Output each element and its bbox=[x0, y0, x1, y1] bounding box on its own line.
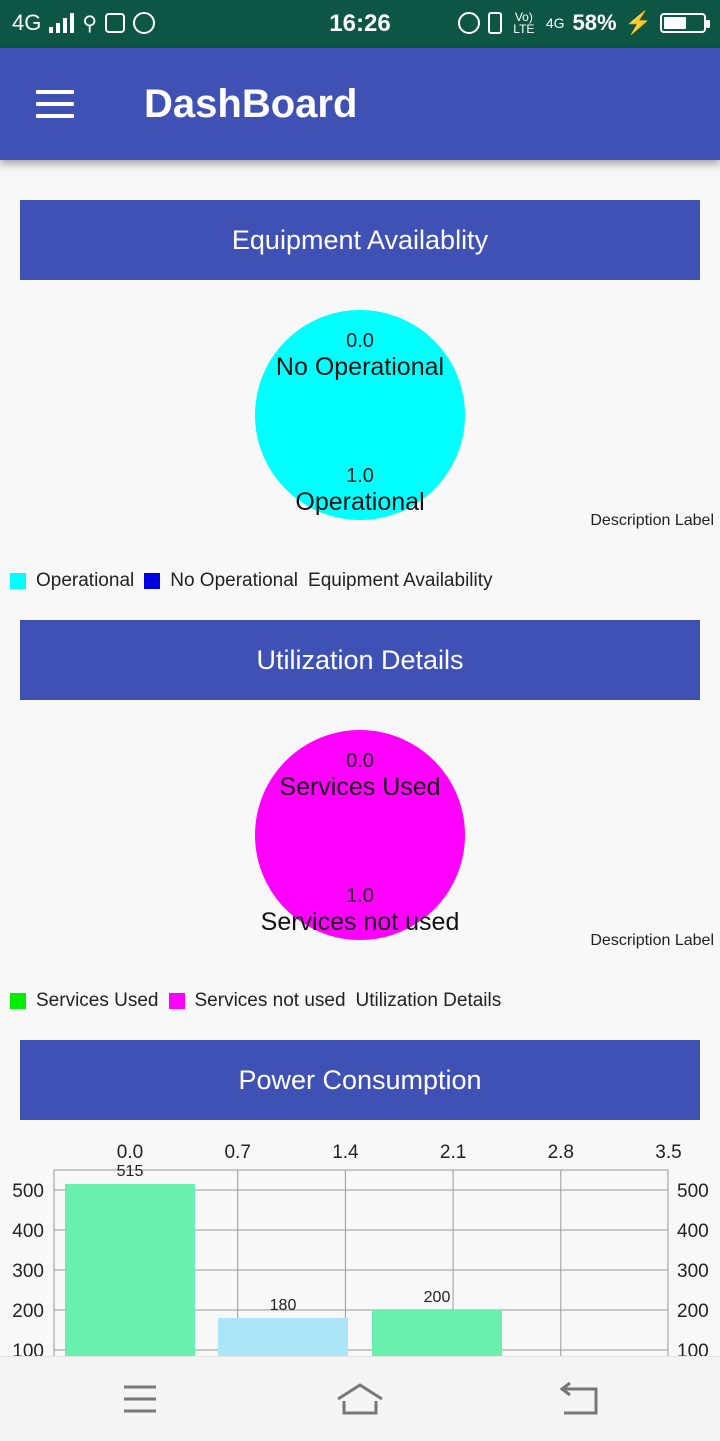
power-header: Power Consumption bbox=[20, 1040, 700, 1120]
home-icon[interactable] bbox=[330, 1377, 390, 1421]
x-tick-label: 2.1 bbox=[440, 1142, 466, 1163]
legend-item-services-used: Services Used bbox=[10, 990, 159, 1012]
utilization-legend: Services Used Services not used Utilizat… bbox=[10, 990, 501, 1012]
legend-label: Operational bbox=[36, 570, 135, 591]
y-tick-label-left: 400 bbox=[12, 1221, 44, 1242]
pie-value: 1.0 bbox=[346, 885, 374, 907]
y-tick-label-right: 100 bbox=[677, 1341, 709, 1356]
legend-swatch bbox=[10, 993, 26, 1009]
pie-label: Services Used bbox=[279, 773, 441, 801]
pie-slice-no-operational: 0.0 No Operational bbox=[255, 330, 465, 382]
volte-label: Vo) LTE bbox=[513, 10, 535, 36]
page-title: DashBoard bbox=[144, 82, 358, 126]
legend-label: Services Used bbox=[36, 990, 159, 1011]
legend-label: No Operational bbox=[170, 570, 299, 591]
plot-area bbox=[53, 1169, 669, 1356]
pie-value: 0.0 bbox=[346, 330, 374, 352]
bar-515[interactable] bbox=[65, 1184, 195, 1356]
usb-debug-icon bbox=[105, 13, 126, 33]
app-bar: DashBoard bbox=[0, 48, 720, 160]
y-tick-label-right: 500 bbox=[677, 1181, 709, 1202]
network-type: 4G bbox=[12, 10, 42, 35]
charging-icon: ⚡ bbox=[624, 10, 652, 35]
x-tick-label: 0.0 bbox=[117, 1142, 143, 1163]
nav-bar bbox=[0, 1356, 720, 1441]
x-tick-label: 0.7 bbox=[224, 1142, 250, 1163]
status-left: 4G ⚲ bbox=[12, 10, 156, 36]
whatsapp-icon bbox=[133, 12, 156, 34]
y-tick-label-right: 400 bbox=[677, 1221, 709, 1242]
status-bar: 4G ⚲ 16:26 Vo) LTE 4G 58% ⚡ bbox=[0, 0, 720, 48]
back-icon[interactable] bbox=[550, 1377, 610, 1421]
bar-value-label: 180 bbox=[270, 1297, 297, 1314]
bar-value-label: 515 bbox=[117, 1163, 144, 1180]
alarm-icon bbox=[457, 12, 480, 34]
y-tick-label-right: 300 bbox=[677, 1261, 709, 1282]
usb-icon: ⚲ bbox=[82, 12, 98, 35]
bar-value-label: 200 bbox=[424, 1289, 451, 1306]
x-tick-label: 2.8 bbox=[548, 1142, 574, 1163]
equipment-legend: Operational No Operational Equipment Ava… bbox=[10, 570, 493, 592]
legend-title: Equipment Availability bbox=[308, 570, 493, 591]
pie-label: Services not used bbox=[260, 908, 460, 936]
network-type-right: 4G bbox=[545, 15, 565, 31]
y-tick-label-left: 300 bbox=[12, 1261, 44, 1282]
pie-value: 0.0 bbox=[346, 750, 374, 772]
pie-slice-services-not-used: 1.0 Services not used bbox=[245, 885, 475, 937]
x-tick-label: 1.4 bbox=[332, 1142, 359, 1163]
legend-swatch bbox=[10, 573, 26, 589]
legend-swatch bbox=[168, 993, 185, 1009]
battery-percent: 58% bbox=[572, 10, 617, 35]
y-tick-label-left: 200 bbox=[12, 1301, 44, 1322]
utilization-pie-chart[interactable]: 0.0 Services Used 1.0 Services not used bbox=[255, 730, 465, 940]
battery-fill bbox=[664, 17, 687, 29]
vibrate-icon bbox=[487, 12, 502, 34]
menu-lines-icon[interactable] bbox=[110, 1377, 170, 1421]
legend-label: Services not used bbox=[194, 990, 346, 1011]
equipment-pie-chart[interactable]: 0.0 No Operational 1.0 Operational bbox=[255, 310, 465, 520]
description-label: Description Label bbox=[590, 932, 714, 949]
description-label: Description Label bbox=[590, 512, 714, 529]
status-right: Vo) LTE 4G 58% ⚡ bbox=[457, 10, 710, 36]
battery-icon bbox=[660, 13, 710, 33]
pie-value: 1.0 bbox=[346, 465, 374, 487]
menu-icon[interactable] bbox=[36, 88, 76, 120]
legend-item-operational: Operational bbox=[10, 570, 134, 592]
equipment-header: Equipment Availablity bbox=[20, 200, 700, 280]
pie-slice-operational: 1.0 Operational bbox=[255, 465, 465, 517]
y-tick-label-right: 200 bbox=[677, 1301, 709, 1322]
clock: 16:26 bbox=[329, 10, 391, 37]
pie-label: No Operational bbox=[275, 353, 445, 381]
bar-200[interactable] bbox=[372, 1310, 502, 1356]
legend-item-no-operational: No Operational bbox=[144, 570, 298, 592]
y-tick-label-left: 100 bbox=[12, 1341, 44, 1356]
legend-item-services-not-used: Services not used bbox=[168, 990, 346, 1012]
legend-swatch bbox=[144, 573, 161, 589]
utilization-header: Utilization Details bbox=[20, 620, 700, 700]
power-chart[interactable]: 0.0 0.7 1.4 2.1 2.8 3.5 100 100 200 200 300 300 400 4… bbox=[0, 1130, 720, 1356]
y-tick-label-left: 500 bbox=[12, 1181, 44, 1202]
pie-label: Operational bbox=[295, 488, 425, 516]
bar-180[interactable] bbox=[218, 1318, 348, 1356]
signal-icon bbox=[49, 13, 75, 33]
legend-title: Utilization Details bbox=[355, 990, 502, 1011]
x-tick-label: 3.5 bbox=[655, 1142, 681, 1163]
power-bar-chart-svg: 0.0 0.7 1.4 2.1 2.8 3.5 100 100 200 200 300 300 400 4… bbox=[12, 1142, 709, 1356]
pie-slice-services-used: 0.0 Services Used bbox=[255, 750, 465, 802]
